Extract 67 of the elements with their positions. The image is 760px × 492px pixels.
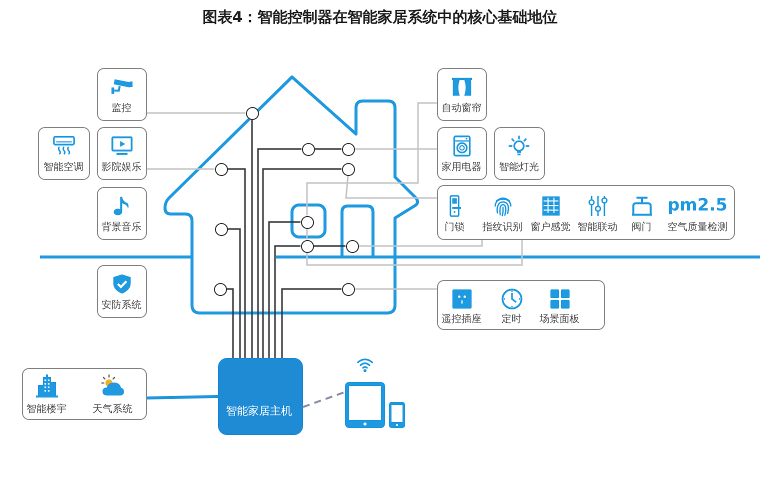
device-label: 空气质量检测 [668, 222, 728, 234]
dashed-link-line [302, 391, 346, 408]
device-label: 窗户感觉 [530, 222, 570, 234]
junction-circle [214, 282, 226, 296]
device-label: 影院娱乐 [102, 162, 142, 174]
wire-line [314, 245, 346, 247]
junction-circle [246, 106, 258, 120]
wire-line [262, 168, 342, 358]
connector-line [147, 168, 214, 170]
device-label: 天气系统 [92, 404, 132, 416]
device-label: 场景面板 [540, 314, 580, 326]
junction-circle [342, 142, 354, 156]
device-label: 门锁 [444, 222, 464, 234]
hub-panel [218, 358, 303, 435]
device-label: 自动窗帘 [442, 102, 482, 114]
junction-circle [214, 162, 228, 176]
device-card [437, 127, 487, 180]
wire-line [228, 168, 246, 358]
junction-circle [300, 240, 314, 252]
device-label: 智能联动 [578, 222, 618, 234]
device-card [38, 127, 90, 180]
device-label: 定时 [502, 314, 522, 326]
connector-line [306, 240, 523, 266]
device-card [97, 265, 147, 318]
device-label: 监控 [112, 102, 132, 114]
wire-line [226, 288, 234, 358]
title: 图表4：智能控制器在智能家居系统中的核心基础地位 [202, 8, 558, 27]
pm-reading-label: pm2.5 [668, 196, 728, 215]
junction-circle [342, 282, 354, 296]
device-card [97, 68, 147, 121]
device-label: 智能空调 [44, 162, 84, 174]
thick-link-line [146, 395, 218, 400]
connector-line [306, 228, 308, 240]
wire-line [257, 148, 302, 358]
hub-label: 智能家居主机 [226, 404, 292, 417]
junction-circle [302, 142, 314, 156]
device-card [97, 187, 147, 240]
device-group-card [22, 368, 147, 420]
wire-line [251, 120, 253, 358]
device-label: 遥控插座 [442, 314, 482, 326]
wire-line [268, 221, 300, 358]
device-label: 家用电器 [442, 162, 482, 174]
connector-line [358, 240, 483, 247]
connector-line [354, 148, 437, 150]
connector-line [354, 288, 437, 290]
device-card [494, 127, 545, 180]
device-label: 背景音乐 [102, 222, 142, 234]
wire-line [274, 245, 300, 358]
device-label: 智能灯光 [499, 162, 539, 174]
device-group-card [437, 185, 735, 240]
device-label: 阀门 [632, 222, 652, 234]
device-card [97, 127, 147, 180]
device-group-card [437, 280, 605, 330]
device-card [437, 68, 487, 121]
device-label: 安防系统 [102, 300, 142, 312]
junction-circle [214, 222, 228, 236]
wire-line [281, 288, 342, 358]
junction-circle [300, 216, 314, 228]
junction-circle [346, 240, 358, 252]
connector-line [306, 102, 437, 216]
device-label: 智能楼宇 [26, 404, 66, 416]
device-label: 指纹识别 [482, 222, 522, 234]
junction-circle [342, 162, 354, 176]
wire-line [228, 228, 241, 358]
connector-line [147, 112, 246, 114]
wire-line [314, 148, 342, 150]
connector-line [345, 175, 437, 199]
